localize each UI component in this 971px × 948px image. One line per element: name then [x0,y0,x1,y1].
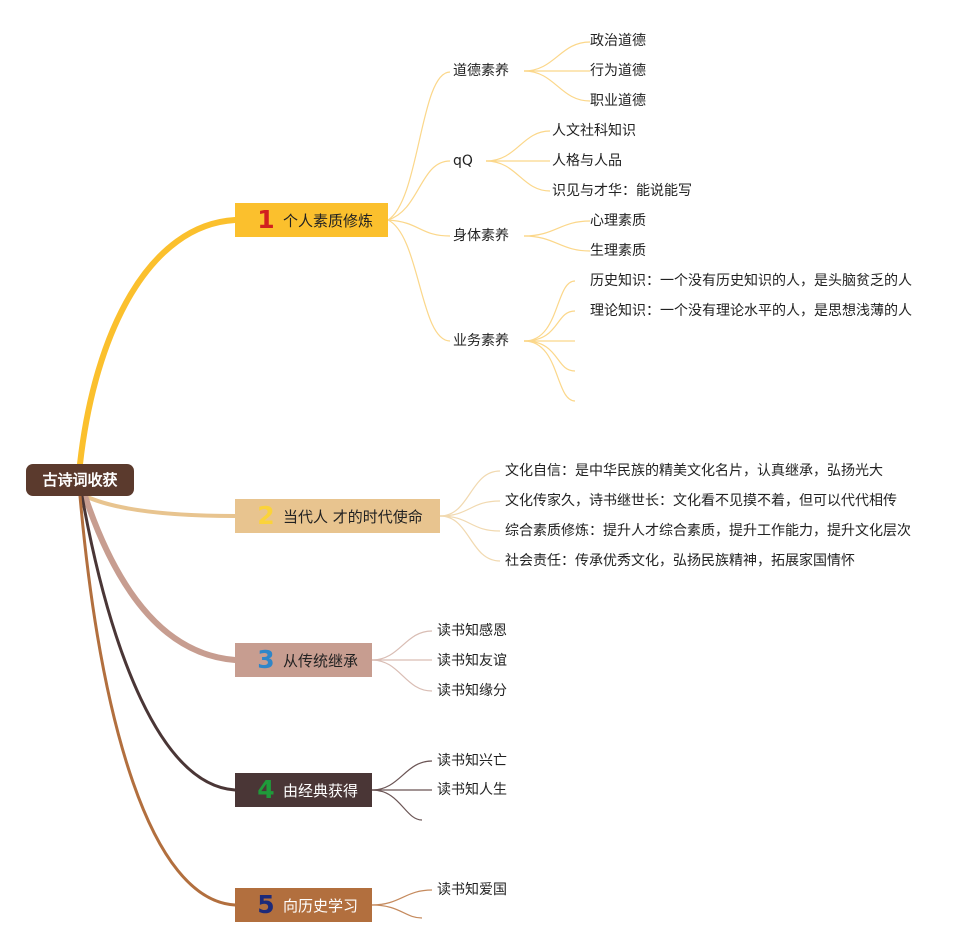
leaf-item[interactable]: 识见与才华：能说能写 [552,183,692,199]
leaf-item[interactable]: 读书知感恩 [437,623,507,639]
root-node[interactable]: 古诗词收获 [26,464,134,496]
branch-3-title: 从传统继承 [283,651,359,670]
link-b1-group-1 [387,71,451,221]
branch-5-number: 5 [257,890,275,919]
leaf-item[interactable]: 综合素质修炼：提升人才综合素质，提升工作能力，提升文化层次 [505,523,911,539]
branch-4-title: 由经典获得 [283,781,359,800]
leaf-item[interactable]: 理论知识：一个没有理论水平的人，是思想浅薄的人 [590,303,912,319]
leaf-item[interactable]: 社会责任：传承优秀文化，弘扬民族精神，拓展家国情怀 [505,553,855,569]
leaf-item[interactable]: 读书知兴亡 [437,753,507,769]
group-physical[interactable]: 身体素养 [453,228,509,244]
branch-2-title: 当代人 才的时代使命 [283,507,423,526]
leaf-item[interactable]: 心理素质 [590,213,646,229]
branch-4[interactable]: 4 由经典获得 [235,773,372,807]
branch-4-number: 4 [257,775,275,804]
link-b2-item-2 [439,500,501,517]
group-business[interactable]: 业务素养 [453,333,509,349]
branch-2[interactable]: 2 当代人 才的时代使命 [235,499,440,533]
link-b4-item-1 [371,760,433,791]
link-b5-item-2 [371,904,423,919]
leaf-item[interactable]: 读书知友谊 [437,653,507,669]
leaf-item[interactable]: 文化自信：是中华民族的精美文化名片，认真继承，弘扬光大 [505,463,883,479]
branch-3-number: 3 [257,645,275,674]
leaf-item[interactable]: 文化传家久，诗书继世长：文化看不见摸不着，但可以代代相传 [505,493,897,509]
link-g4-item-1 [523,280,576,342]
leaf-item[interactable]: 读书知缘分 [437,683,507,699]
leaf-item[interactable]: 政治道德 [590,33,646,49]
leaf-item[interactable]: 读书知爱国 [437,882,507,898]
link-b4-item-3 [371,789,423,821]
link-b2-item-3 [439,515,501,532]
branch-5[interactable]: 5 向历史学习 [235,888,372,922]
link-root-branch-4 [80,494,237,792]
leaf-item[interactable]: 人文社科知识 [552,123,636,139]
link-root-branch-3 [82,493,238,663]
link-g4-item-4 [523,340,576,372]
link-g3-item-2 [523,235,591,252]
link-root-branch-2 [83,494,237,518]
link-root-branch-5 [78,494,237,907]
link-b3-item-1 [371,630,433,661]
leaf-item[interactable]: 人格与人品 [552,153,622,169]
link-b1-group-4 [387,219,451,342]
leaf-item[interactable]: 读书知人生 [437,782,507,798]
branch-1[interactable]: 1 个人素质修炼 [235,203,388,237]
link-g2-item-1 [485,130,551,162]
branch-2-number: 2 [257,501,275,530]
group-qq[interactable]: qQ [453,153,473,169]
link-g4-item-2 [523,310,576,342]
branch-1-number: 1 [257,205,275,234]
link-g4-item-5 [523,340,576,402]
link-b3-item-3 [371,659,433,692]
link-g3-item-1 [523,220,591,237]
link-b2-item-1 [439,470,501,517]
link-g1-item-1 [523,41,591,72]
link-b1-group-2 [387,160,451,221]
link-g1-item-3 [523,70,591,102]
leaf-item[interactable]: 行为道德 [590,63,646,79]
branch-3[interactable]: 3 从传统继承 [235,643,372,677]
leaf-item[interactable]: 职业道德 [590,93,646,109]
leaf-item[interactable]: 生理素质 [590,243,646,259]
branch-1-title: 个人素质修炼 [283,211,374,230]
link-b2-item-4 [439,515,501,562]
group-moral[interactable]: 道德素养 [453,63,509,79]
link-b1-group-3 [387,219,451,237]
link-b5-item-1 [371,889,433,906]
link-root-branch-1 [77,217,238,467]
leaf-item[interactable]: 历史知识：一个没有历史知识的人，是头脑贫乏的人 [590,273,912,289]
branch-5-title: 向历史学习 [283,896,359,915]
link-g2-item-3 [485,160,551,192]
